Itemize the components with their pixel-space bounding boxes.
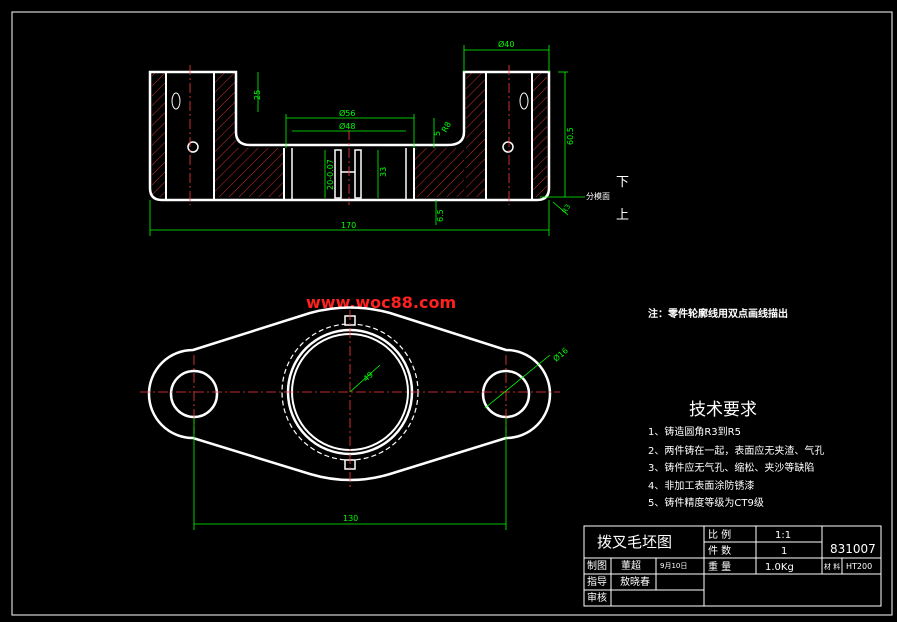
upper-mold-label: 上 <box>616 208 629 223</box>
drawing-number: 831007 <box>830 542 876 556</box>
plan-view <box>140 306 560 490</box>
scale-label: 比 例 <box>708 528 731 541</box>
weight-value: 1.0Kg <box>765 562 794 573</box>
requirement-item: 5、铸件精度等级为CT9级 <box>648 496 764 509</box>
material-value: HT200 <box>846 562 872 571</box>
drawing-title: 拨叉毛坯图 <box>597 533 672 551</box>
title-block <box>583 525 882 607</box>
section-dimensions <box>149 45 585 236</box>
dim-dia16: Ø16 <box>551 345 570 363</box>
dim-d20: 20-0.07 <box>326 159 335 190</box>
dim-dia40: Ø40 <box>498 39 514 49</box>
qty-label: 件 数 <box>708 544 731 557</box>
review-label: 审核 <box>587 591 607 604</box>
requirement-item: 4、非加工表面涂防锈漆 <box>648 479 754 492</box>
parting-line-label: 分模面 <box>586 191 610 201</box>
dim-r3: R3 <box>561 203 573 215</box>
contour-note: 注：零件轮廓线用双点画线描出 <box>648 307 788 320</box>
dim-h33: 33 <box>379 167 388 177</box>
dim-dia56: Ø56 <box>339 108 355 118</box>
section-view <box>148 65 551 205</box>
drawn-name: 董超 <box>621 559 641 572</box>
lower-mold-label: 下 <box>616 175 629 190</box>
dim-h6: 6.5 <box>436 209 445 222</box>
requirement-item: 1、铸造圆角R3到R5 <box>648 425 741 438</box>
guide-label: 指导 <box>587 575 607 588</box>
scale-value: 1:1 <box>775 530 791 541</box>
drawn-date: 9月10日 <box>660 562 687 570</box>
dim-h60: 60.5 <box>566 127 575 145</box>
drawn-label: 制图 <box>587 559 607 572</box>
requirement-item: 3、铸件应无气孔、缩松、夹沙等缺陷 <box>648 461 814 474</box>
plan-dimensions <box>193 354 551 530</box>
dim-w170: 170 <box>341 221 356 230</box>
dim-h5: 5 <box>433 131 442 136</box>
drawing-border <box>11 11 893 616</box>
dim-h25: 25 <box>253 90 262 100</box>
dim-w130: 130 <box>343 514 358 523</box>
guide-name: 敖晓春 <box>620 575 650 588</box>
requirements-title: 技术要求 <box>689 400 757 420</box>
technical-requirements: 技术要求 1、铸造圆角R3到R5 2、两件铸在一起，表面应无夹渣、气孔 3、铸件… <box>648 400 824 509</box>
dim-dia49: 49 <box>362 370 376 383</box>
section-outline <box>148 70 551 202</box>
requirement-item: 2、两件铸在一起，表面应无夹渣、气孔 <box>648 444 824 457</box>
weight-label: 重 量 <box>708 560 731 573</box>
material-label: 材 料 <box>824 562 840 571</box>
dim-dia48: Ø48 <box>339 121 355 131</box>
qty-value: 1 <box>781 546 787 557</box>
